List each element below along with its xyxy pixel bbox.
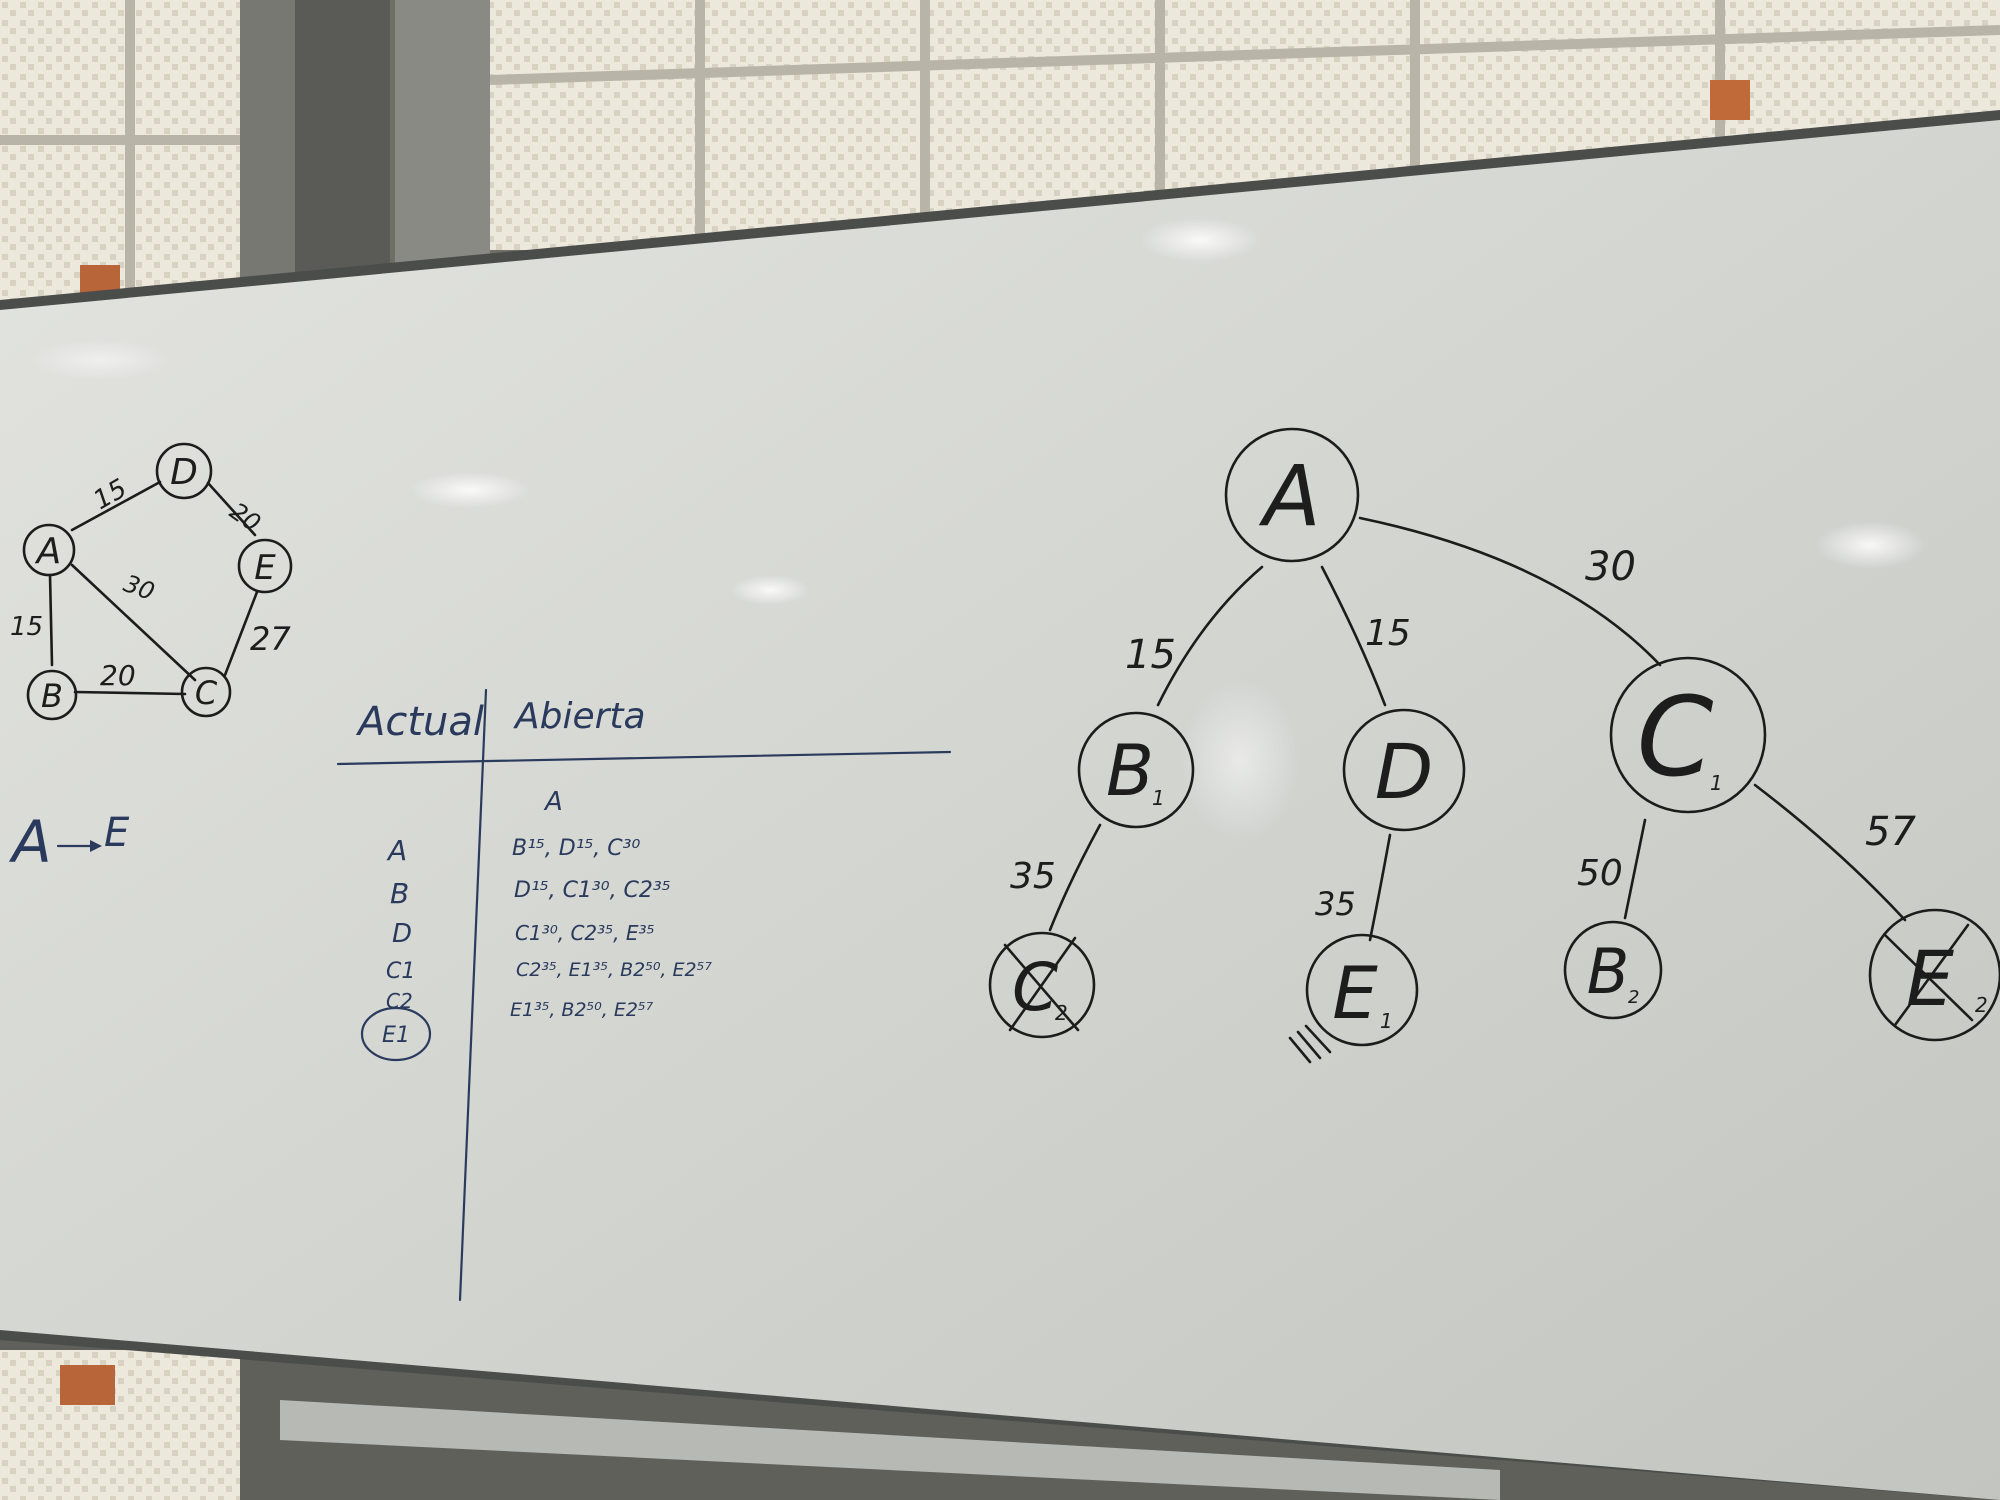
current-node-circle [360,1006,432,1062]
cross-out-icon [1008,936,1077,1032]
goal-note: A E [8,808,130,876]
table-cell-actual: D [392,919,412,949]
tree-edge-a-c1 [1358,516,1662,667]
tree-edge-c1-b2 [1623,818,1647,920]
cost-c1-b2: 50 [1577,853,1623,894]
table-horizontal-rule [336,750,952,766]
table-row: D C1³⁰, C2³⁵, E³⁵ [392,919,655,949]
tree-edge-a-b1 [1156,565,1264,707]
tree-node-d-label: D [1375,727,1434,816]
table-row: A [543,787,563,817]
graph-node-d: D [155,442,213,500]
edge-a-d [70,480,162,532]
table-row: C2 E1³⁵, B2⁵⁰, E2⁵⁷ [386,989,654,1021]
graph-node-b: B [26,669,78,721]
table-row: E1 [360,1006,432,1062]
tree-node-e2: E 2 [1868,908,2000,1042]
tree-node-b1: B 1 [1077,711,1195,829]
graph-node-a-label: A [35,531,62,572]
table-cell-actual: B [390,877,409,910]
edge-d-e [206,481,257,537]
search-table: Actual Abierta A A B¹⁵, D¹⁵, C³⁰ B D¹⁵, … [336,688,952,1302]
table-cell-abierta: D¹⁵, C1³⁰, C2³⁵ [514,878,671,903]
tree-node-c2: C 2 [988,931,1096,1039]
goal-to: E [104,810,130,856]
goal-arrow-icon [90,840,102,852]
search-tree: 15 15 30 35 35 50 57 A B 1 D C 1 C [988,427,2000,1064]
table-vertical-rule [458,688,488,1302]
weight-b-c: 20 [100,659,136,692]
tree-node-a-label: A [1258,447,1320,545]
cross-out-icon [1893,923,1970,1027]
table-cell-actual: E1 [382,1023,410,1048]
tree-node-b2: B 2 [1563,920,1663,1020]
cost-a-c1: 30 [1585,544,1636,590]
graph-node-e-label: E [254,548,276,588]
table-cell-actual: A [386,834,407,867]
tree-node-c1-label: C [1637,673,1714,801]
goal-tick-marks-icon [1288,1024,1332,1064]
tree-edges [1048,516,1907,942]
table-cell-abierta: C1³⁰, C2³⁵, E³⁵ [515,921,655,945]
table-cell-abierta: C2³⁵, E1³⁵, B2⁵⁰, E2⁵⁷ [516,959,712,981]
graph-node-b-label: B [41,677,63,715]
cost-b1-c2: 35 [1010,856,1056,897]
tree-node-a: A [1224,427,1360,563]
tree-node-c1-subscript: 1 [1710,771,1723,795]
tree-node-e1: E 1 [1288,933,1419,1064]
edge-a-c [70,563,197,682]
tree-node-e2-subscript: 2 [1975,993,1988,1017]
graph-node-e: E [237,538,293,594]
edge-c-e [223,590,259,677]
table-row: C1 C2³⁵, E1³⁵, B2⁵⁰, E2⁵⁷ [386,959,712,984]
tree-edge-d-e1 [1368,833,1392,942]
tree-edge-a-d [1320,565,1387,707]
table-header-abierta: Abierta [513,696,646,737]
goal-from: A [8,808,52,876]
tree-node-d: D [1342,708,1466,832]
tree-node-c1: C 1 [1609,656,1767,814]
tree-edge-b1-c2 [1048,823,1102,932]
tree-node-b1-subscript: 1 [1152,786,1165,810]
cost-c1-e2: 57 [1865,809,1916,855]
table-cell-abierta: E1³⁵, B2⁵⁰, E2⁵⁷ [510,999,654,1021]
table-row: A B¹⁵, D¹⁵, C³⁰ [386,834,640,867]
cost-a-b1: 15 [1125,632,1176,678]
graph-edges [48,480,259,696]
tree-edge-c1-e2 [1753,783,1907,922]
table-cell-abierta: A [543,787,563,817]
table-cell-actual: C1 [386,959,415,984]
cost-a-d: 15 [1365,613,1411,654]
weight-a-b: 15 [10,612,43,642]
graph-node-a: A [22,523,76,577]
whiteboard [0,110,2000,1500]
weight-c-e: 27 [250,620,291,658]
tree-node-e1-label: E [1332,951,1378,1035]
tree-node-b1-label: B [1106,730,1154,812]
table-cell-abierta: B¹⁵, D¹⁵, C³⁰ [512,836,640,861]
table-row: B D¹⁵, C1³⁰, C2³⁵ [390,877,671,910]
weighted-graph: A B C D E 15 20 30 15 20 [10,442,293,721]
graph-node-d-label: D [170,452,198,493]
tree-node-e1-subscript: 1 [1380,1009,1393,1033]
table-header-actual: Actual [355,699,484,745]
edge-b-c [73,690,187,696]
cost-d-e1: 35 [1315,885,1356,923]
edge-a-b [48,573,54,667]
graph-nodes: A B C D E [22,442,293,721]
graph-node-c-label: C [195,674,218,712]
graph-node-c: C [180,666,232,718]
tree-node-b2-subscript: 2 [1628,987,1639,1008]
tree-node-b2-label: B [1587,935,1630,1008]
tree-costs: 15 15 30 35 35 50 57 [1010,544,1916,923]
